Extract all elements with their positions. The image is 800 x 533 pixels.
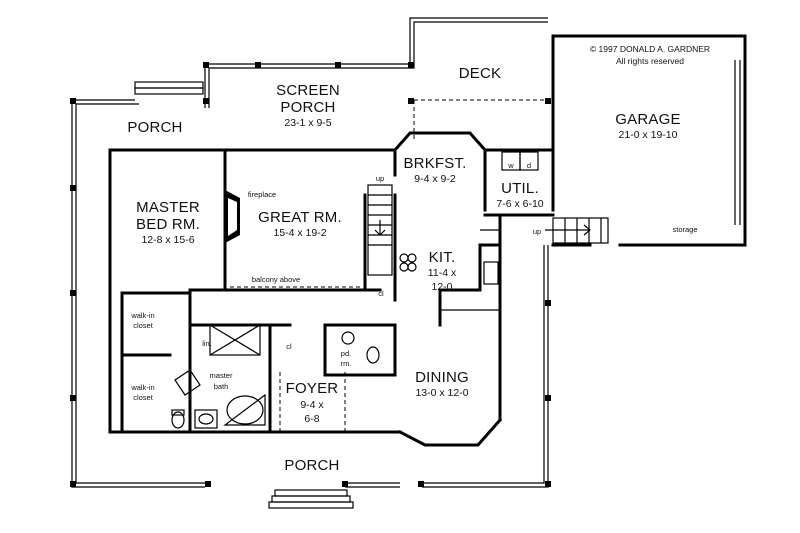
kit-dims: 11-4 x — [428, 267, 457, 279]
kit-dims: 12-0 — [431, 281, 452, 293]
walkin-closet-label: walk-in — [130, 311, 154, 320]
fireplace-icon — [225, 190, 240, 243]
screen-porch-name: SCREEN — [276, 82, 340, 99]
porch-posts — [70, 62, 551, 487]
foyer-dims: 6-8 — [304, 413, 319, 425]
brkfst-dims: 9-4 x 9-2 — [414, 173, 456, 185]
screen-porch-name: PORCH — [280, 99, 335, 116]
copyright-line-2: All rights reserved — [616, 56, 684, 66]
stair-up-label: up — [533, 227, 541, 236]
master-bed-dims: 12-8 x 15-6 — [141, 234, 194, 246]
garage-storage-label: storage — [672, 225, 697, 234]
house-walls — [108, 34, 747, 447]
master-bed-name: MASTER — [136, 199, 200, 216]
master-bath-label: master — [210, 371, 233, 380]
kitchen-sink-icon — [399, 253, 499, 285]
dining-name: DINING — [415, 369, 469, 386]
great-rm-name: GREAT RM. — [258, 209, 342, 226]
porch-front-name: PORCH — [284, 457, 339, 474]
dryer-label: d — [527, 161, 531, 170]
master-bed-name: BED RM. — [136, 216, 200, 233]
master-bath-label: bath — [214, 382, 229, 391]
foyer-dims: 9-4 x — [300, 399, 324, 411]
util-name: UTIL. — [501, 180, 539, 197]
closet-label: cl — [286, 342, 292, 351]
linen-label: lin. — [202, 339, 212, 348]
garage-name: GARAGE — [615, 111, 680, 128]
balcony-label: balcony above — [252, 275, 300, 284]
stair-up-label: up — [376, 174, 384, 183]
washer-label: w — [507, 161, 514, 170]
deck-name: DECK — [459, 65, 501, 82]
bath-fixtures — [171, 324, 380, 429]
walkin-closet-label: closet — [133, 393, 154, 402]
fireplace-label: fireplace — [248, 190, 276, 199]
walkin-closet-label: walk-in — [130, 383, 154, 392]
dining-dims: 13-0 x 12-0 — [415, 387, 468, 399]
garage-dims: 21-0 x 19-10 — [619, 129, 678, 141]
util-dims: 7-6 x 6-10 — [496, 198, 543, 210]
pd-rm-label: pd. — [341, 349, 351, 358]
copyright-line-1: © 1997 DONALD A. GARDNER — [590, 44, 710, 54]
screen-porch-dims: 23-1 x 9-5 — [284, 117, 331, 129]
kit-name: KIT. — [429, 249, 456, 266]
brkfst-name: BRKFST. — [403, 155, 466, 172]
foyer-name: FOYER — [286, 380, 339, 397]
closet-label: cl — [378, 289, 384, 298]
walkin-closet-label: closet — [133, 321, 154, 330]
stairs — [367, 184, 609, 276]
pd-rm-label: rm. — [341, 359, 352, 368]
porch-left-name: PORCH — [127, 119, 182, 136]
great-rm-dims: 15-4 x 19-2 — [273, 227, 326, 239]
dryer-icon — [519, 151, 539, 171]
